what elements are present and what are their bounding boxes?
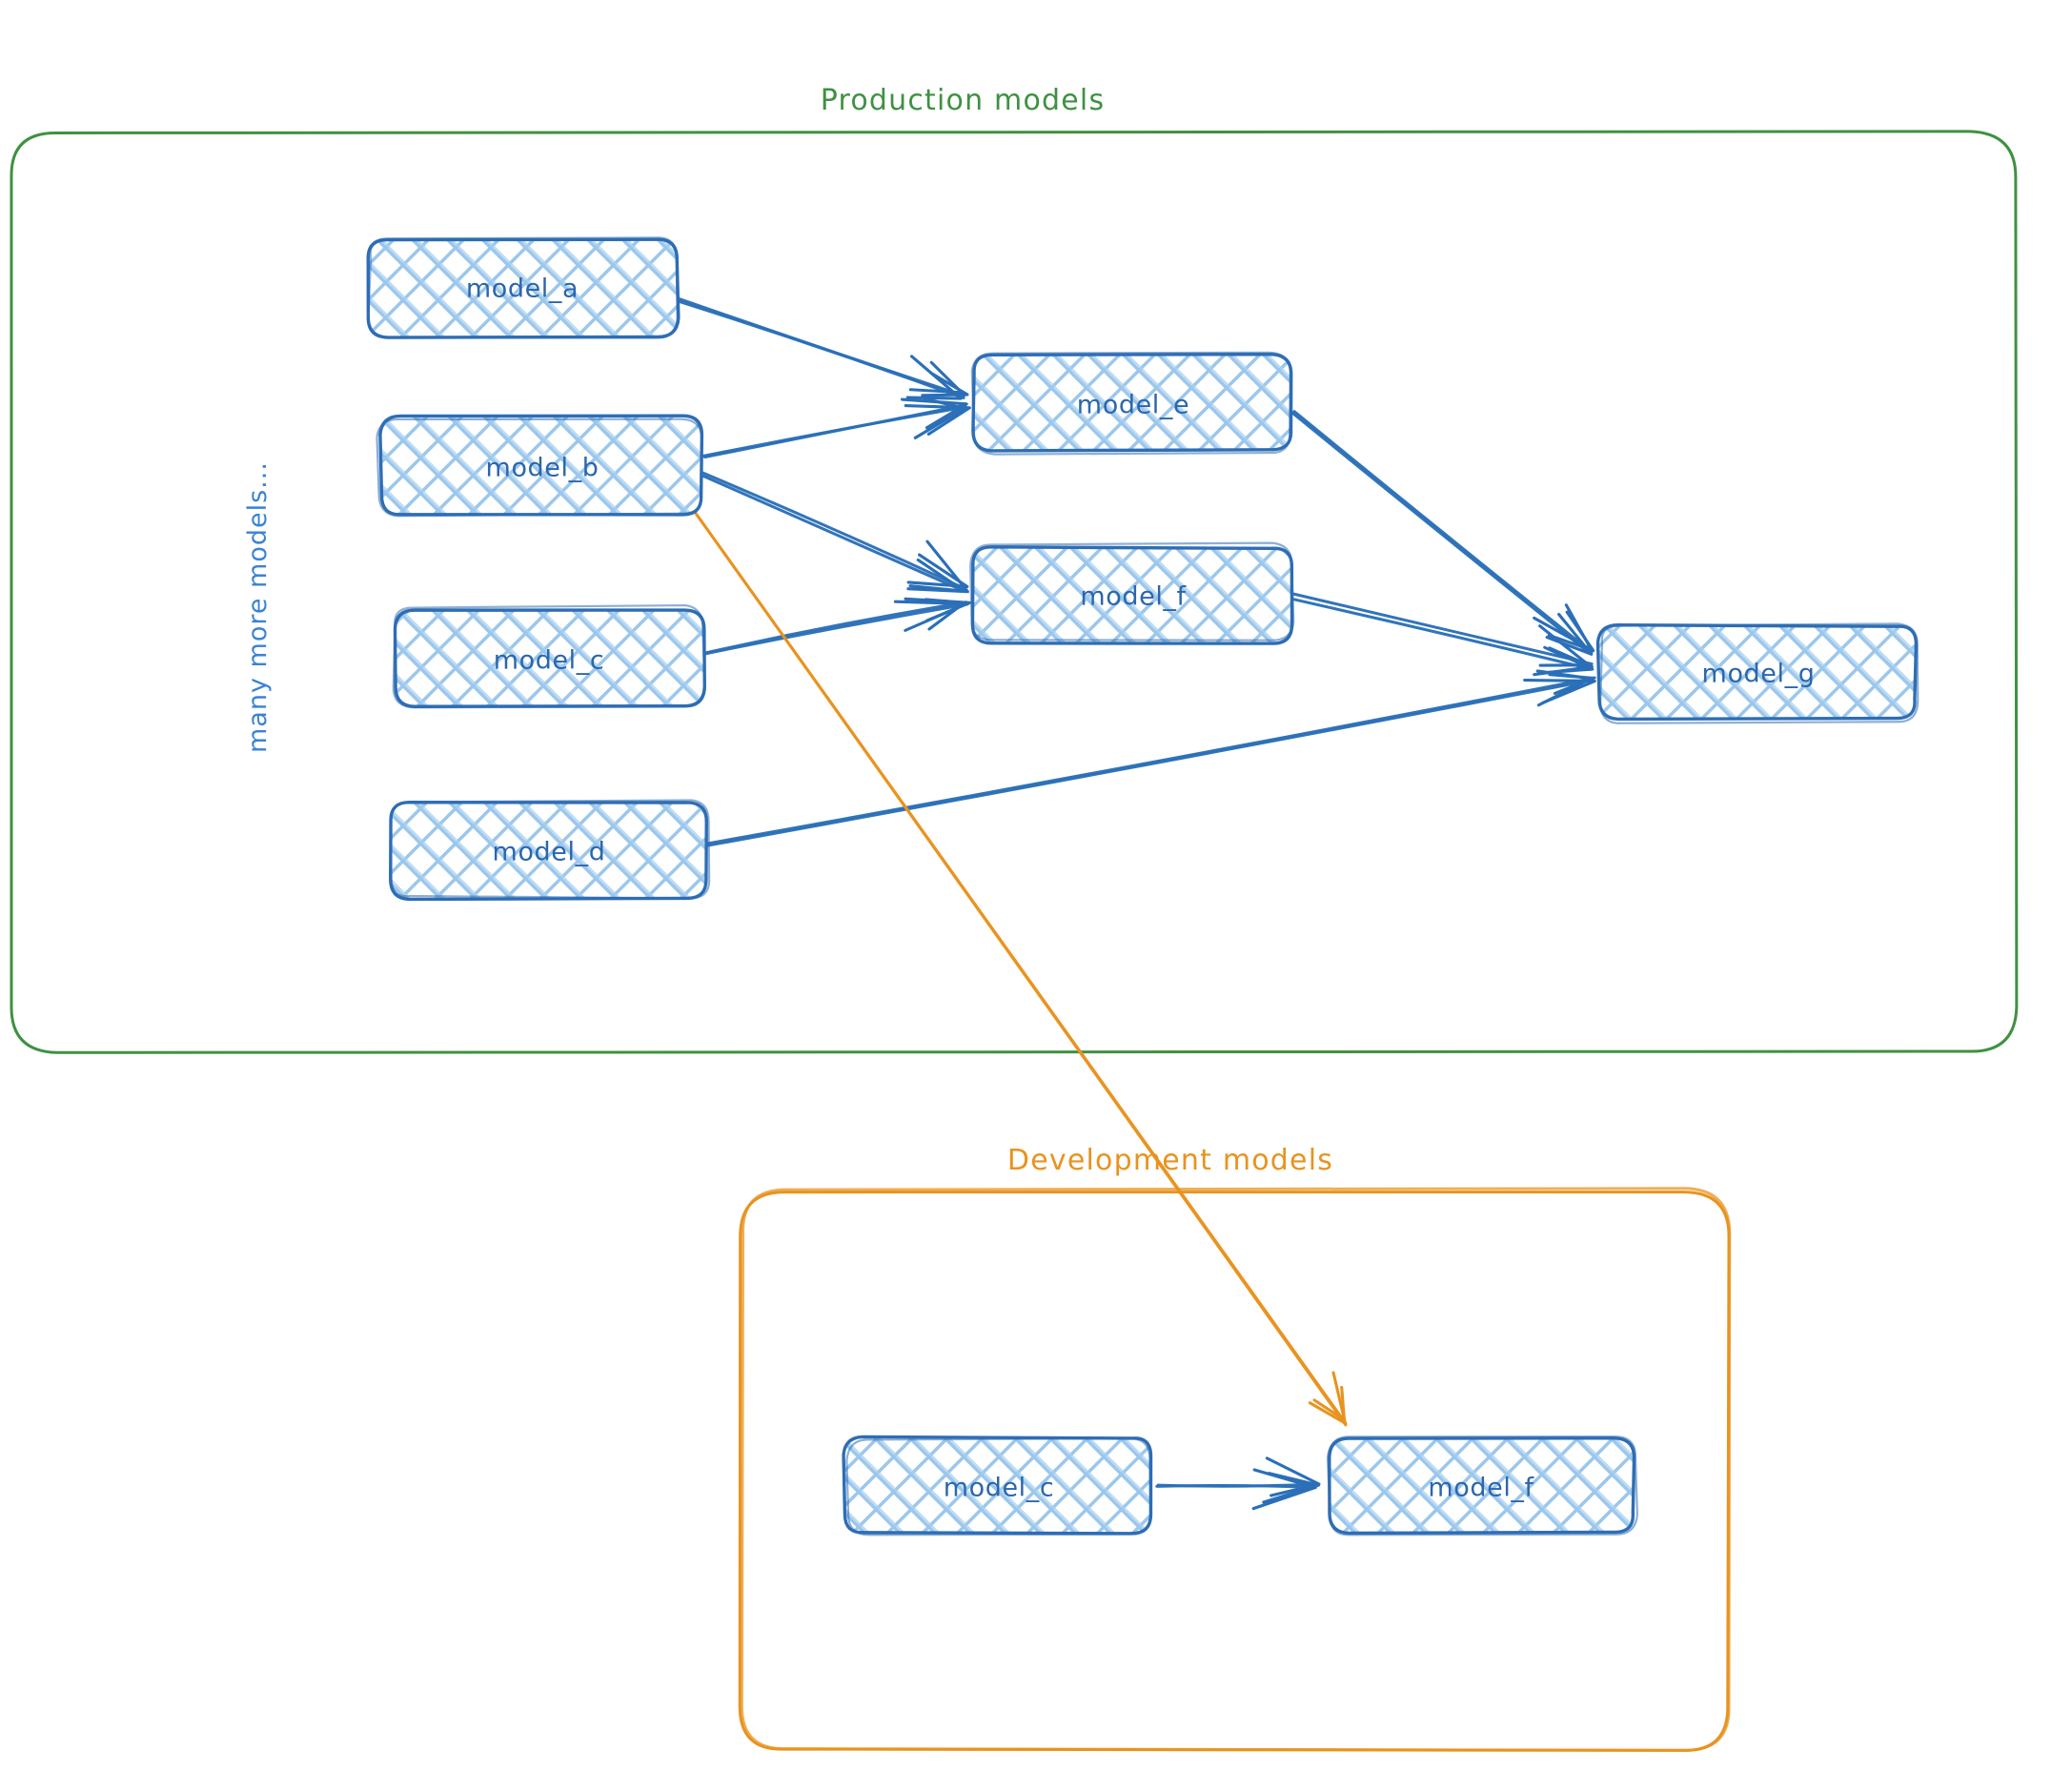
- model-node-prod_model_c[interactable]: [392, 603, 706, 709]
- model-node-dev_model_f[interactable]: [1326, 1435, 1638, 1537]
- edge-c-to-f: [701, 597, 972, 656]
- edge-devc-to-devf: [1155, 1456, 1321, 1511]
- model-node-prod_model_e[interactable]: [970, 351, 1293, 456]
- node-label-dev_model_f: model_f: [1428, 1473, 1534, 1503]
- model-node-prod_model_d[interactable]: [389, 799, 711, 902]
- model-node-dev_model_c[interactable]: [842, 1435, 1153, 1537]
- edge-e-to-g: [1289, 409, 1595, 656]
- node-label-prod_model_d: model_d: [492, 837, 606, 867]
- model-nodes: [366, 236, 1920, 1537]
- node-label-prod_model_f: model_f: [1080, 581, 1187, 612]
- edge-a-to-e: [673, 296, 969, 400]
- edge-b-to-f: [701, 471, 969, 594]
- edge-d-to-g: [705, 669, 1596, 847]
- node-label-dev_model_c: model_c: [943, 1473, 1055, 1503]
- model-node-prod_model_a[interactable]: [366, 236, 681, 339]
- group-container-production: [10, 130, 2019, 1054]
- group-container-development: [738, 1187, 1732, 1752]
- node-label-prod_model_e: model_e: [1076, 390, 1190, 420]
- model-node-prod_model_b[interactable]: [376, 414, 704, 518]
- node-label-prod_model_b: model_b: [485, 453, 599, 483]
- edge-f-to-g: [1290, 592, 1595, 677]
- edge-b-to-devf: [688, 503, 1348, 1427]
- node-label-prod_model_a: model_a: [465, 274, 579, 304]
- many-more-models: many more models...: [243, 461, 273, 753]
- model-node-prod_model_g[interactable]: [1595, 622, 1920, 724]
- group-containers: [10, 130, 2019, 1752]
- group-title-development: Development models: [1006, 1144, 1334, 1177]
- node-label-prod_model_c: model_c: [493, 645, 605, 676]
- node-label-prod_model_g: model_g: [1701, 659, 1816, 689]
- edge-b-to-e: [701, 397, 971, 459]
- edge-connectors: [673, 296, 1596, 1511]
- model-node-prod_model_f[interactable]: [969, 541, 1295, 645]
- group-title-production: Production models: [820, 84, 1106, 117]
